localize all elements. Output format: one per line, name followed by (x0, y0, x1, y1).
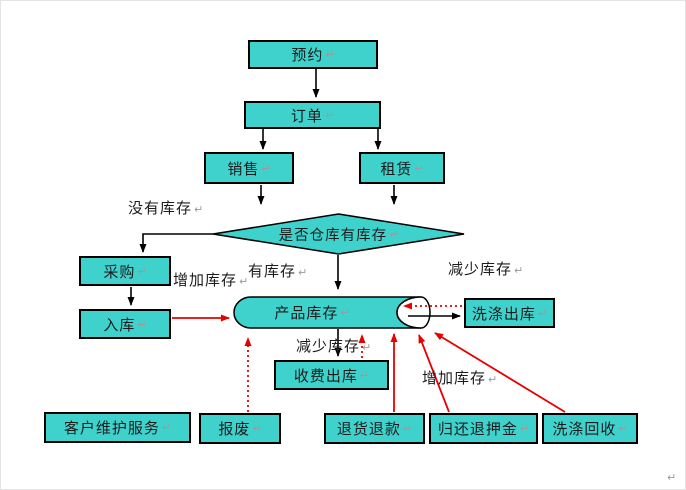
label-has-stock: 有库存↵ (248, 260, 307, 281)
paragraph-mark: ↵ (161, 422, 172, 434)
node-washing-recovery-label: 洗涤回收 (552, 421, 617, 438)
page-paragraph-mark: ↵ (667, 472, 677, 484)
label-increase-stock-bottom-text: 增加库存 (422, 370, 487, 387)
node-inbound: 入库↵ (79, 309, 171, 339)
node-sales: 销售↵ (204, 152, 294, 184)
node-return-refund-label: 退货退款 (336, 421, 401, 438)
node-order-label: 订单 (290, 107, 323, 125)
paragraph-mark: ↵ (252, 423, 262, 435)
paragraph-mark: ↵ (137, 265, 147, 278)
node-deposit-return: 归还退押金↵ (429, 413, 538, 444)
paragraph-mark: ↵ (402, 423, 413, 435)
node-deposit-return-label: 归还退押金 (437, 421, 518, 438)
node-washing-recovery: 洗涤回收↵ (542, 413, 638, 444)
paragraph-mark: ↵ (137, 318, 147, 331)
label-decrease-stock-bottom: 减少库存↵ (296, 335, 371, 356)
node-purchase: 采购↵ (79, 256, 171, 286)
paragraph-mark: ↵ (362, 342, 372, 354)
node-return-refund: 退货退款↵ (324, 413, 425, 444)
label-decrease-stock-right: 减少库存↵ (448, 258, 523, 279)
paragraph-mark: ↵ (298, 267, 308, 279)
paragraph-mark: ↵ (239, 276, 249, 288)
paragraph-mark: ↵ (519, 423, 530, 435)
label-decrease-stock-right-text: 减少库存 (448, 261, 513, 278)
arrow-deposit-return-to-inventory (418, 334, 450, 413)
node-paid-outbound: 收费出库↵ (274, 360, 389, 390)
paragraph-mark: ↵ (261, 162, 271, 175)
label-no-stock-text: 没有库存 (128, 200, 193, 217)
node-stock-check-decision-shape (212, 213, 465, 255)
paragraph-mark: ↵ (618, 423, 628, 435)
node-stock-check-decision-label: 是否仓库有库存↵ (213, 214, 464, 254)
node-inbound-label: 入库 (103, 316, 136, 334)
node-rental-label: 租赁 (380, 160, 413, 178)
label-has-stock-text: 有库存 (248, 263, 297, 280)
paragraph-mark: ↵ (324, 109, 335, 122)
node-scrap: 报废↵ (199, 413, 281, 444)
node-purchase-label: 采购 (103, 263, 136, 281)
node-washing-outbound-label: 洗涤出库 (471, 305, 536, 323)
node-washing-outbound: 洗涤出库↵ (464, 298, 555, 328)
arrow-decision-to-purchase (139, 233, 213, 253)
label-decrease-stock-bottom-text: 减少库存 (296, 338, 361, 355)
node-paid-outbound-label: 收费出库 (293, 367, 358, 385)
paragraph-mark: ↵ (325, 49, 335, 61)
node-customer-maintenance: 客户维护服务↵ (44, 412, 191, 443)
paragraph-mark: ↵ (389, 228, 399, 241)
paragraph-mark: ↵ (488, 374, 498, 386)
node-rental: 租赁↵ (359, 152, 445, 184)
node-product-inventory-label: 产品库存↵ (248, 297, 376, 328)
paragraph-mark: ↵ (537, 307, 548, 320)
node-order: 订单↵ (244, 101, 381, 129)
paragraph-mark: ↵ (514, 265, 524, 277)
node-scrap-label: 报废 (218, 421, 251, 438)
node-customer-maintenance-label: 客户维护服务 (63, 420, 160, 437)
label-increase-stock-left-text: 增加库存 (173, 272, 238, 289)
paragraph-mark: ↵ (359, 369, 370, 382)
node-sales-label: 销售 (227, 160, 260, 178)
arrow-washing-recovery-to-inventory (434, 332, 566, 413)
label-no-stock: 没有库存↵ (128, 197, 203, 218)
node-stock-check-decision-text: 是否仓库有库存 (278, 227, 388, 244)
label-increase-stock-bottom: 增加库存↵ (422, 367, 497, 388)
paragraph-mark: ↵ (340, 307, 350, 319)
node-reservation-label: 预约 (291, 47, 324, 64)
paragraph-mark: ↵ (414, 162, 424, 175)
node-product-inventory-text: 产品库存 (274, 305, 339, 322)
label-increase-stock-left: 增加库存↵ (173, 269, 248, 290)
node-reservation: 预约↵ (248, 40, 378, 69)
paragraph-mark: ↵ (194, 204, 204, 216)
